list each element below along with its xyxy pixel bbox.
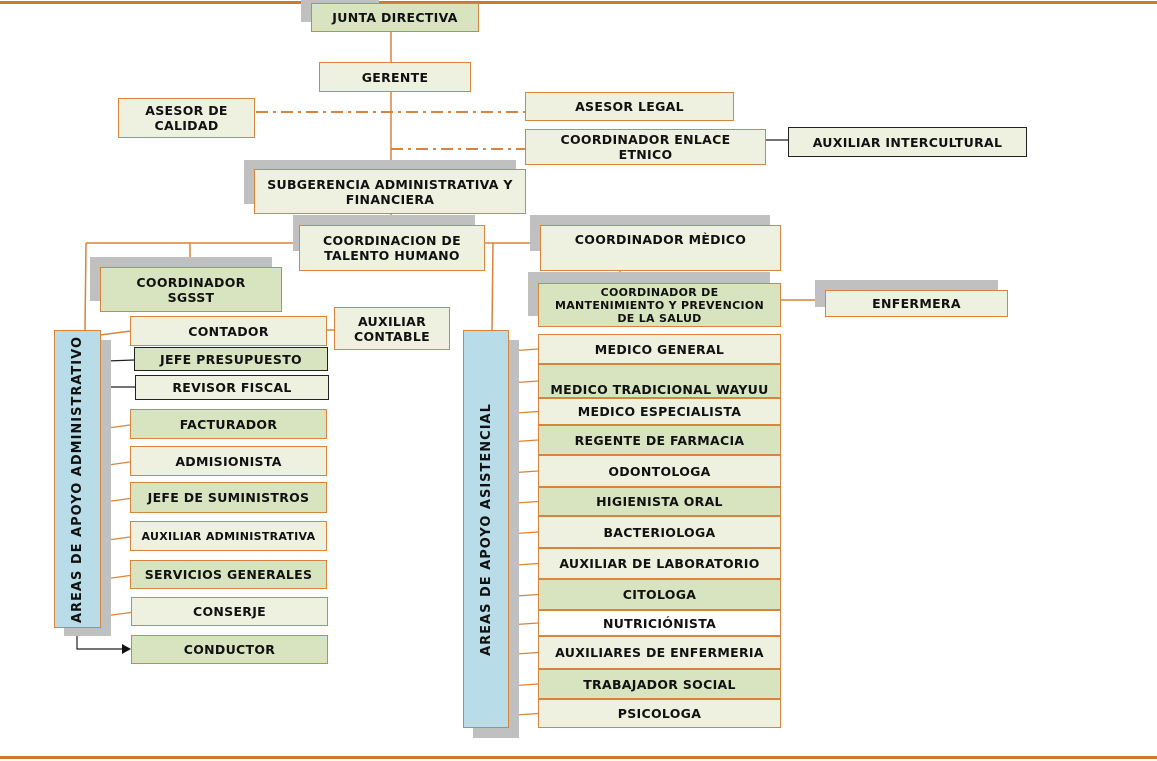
- auxiliar-intercultural-box[interactable]: AUXILIAR INTERCULTURAL: [788, 127, 1027, 157]
- enfermera-box[interactable]: ENFERMERA: [825, 290, 1008, 317]
- admin-role-box[interactable]: SERVICIOS GENERALES: [130, 560, 327, 589]
- coordinador-enlace-etnico-box[interactable]: COORDINADOR ENLACE ETNICO: [525, 129, 766, 165]
- admin-role-box[interactable]: JEFE DE SUMINISTROS: [130, 482, 327, 513]
- admin-role-box[interactable]: AUXILIAR ADMINISTRATIVA: [130, 521, 327, 551]
- admin-role-box[interactable]: CONSERJE: [131, 597, 328, 626]
- admin-role-box[interactable]: CONDUCTOR: [131, 635, 328, 664]
- asistencial-role-box[interactable]: MEDICO GENERAL: [538, 334, 781, 364]
- line-left-drop: [84, 242, 87, 331]
- arrow-head-conductor: [122, 644, 131, 654]
- talento-humano-box[interactable]: COORDINACION DE TALENTO HUMANO: [299, 225, 485, 271]
- area-apoyo-administrativo-label: AREAS DE APOYO ADMINISTRATIVO: [70, 335, 85, 623]
- admin-role-box[interactable]: REVISOR FISCAL: [135, 375, 329, 400]
- coordinador-mantenimiento-box[interactable]: COORDINADOR DE MANTENIMIENTO Y PREVENCIO…: [538, 283, 781, 327]
- asistencial-role-box[interactable]: NUTRICIÓNISTA: [538, 610, 781, 636]
- asesor-calidad-box[interactable]: ASESOR DE CALIDAD: [118, 98, 255, 138]
- admin-role-box[interactable]: JEFE PRESUPUESTO: [134, 347, 328, 371]
- coordinador-medico-box[interactable]: COORDINADOR MÈDICO: [540, 225, 781, 271]
- asistencial-role-box[interactable]: BACTERIOLOGA: [538, 516, 781, 548]
- area-apoyo-asistencial[interactable]: AREAS DE APOYO ASISTENCIAL: [463, 330, 509, 728]
- line-area-contador: [99, 330, 132, 336]
- asistencial-role-box[interactable]: ODONTOLOGA: [538, 455, 781, 487]
- asistencial-role-box[interactable]: CITOLOGA: [538, 579, 781, 610]
- area-apoyo-administrativo[interactable]: AREAS DE APOYO ADMINISTRATIVO: [54, 330, 101, 628]
- area-apoyo-asistencial-label: AREAS DE APOYO ASISTENCIAL: [478, 402, 494, 656]
- asistencial-role-box[interactable]: MEDICO TRADICIONAL WAYUU: [538, 364, 781, 398]
- coordinador-sgsst-box[interactable]: COORDINADOR SGSST: [100, 267, 282, 312]
- top-rule: [0, 1, 1157, 4]
- junta-directiva-box[interactable]: JUNTA DIRECTIVA: [311, 3, 479, 32]
- subgerencia-box[interactable]: SUBGERENCIA ADMINISTRATIVA Y FINANCIERA: [254, 169, 526, 214]
- asistencial-role-box[interactable]: MEDICO ESPECIALISTA: [538, 398, 781, 425]
- asistencial-role-box[interactable]: AUXILIAR DE LABORATORIO: [538, 548, 781, 579]
- asistencial-role-box[interactable]: TRABAJADOR SOCIAL: [538, 669, 781, 699]
- line-asistencial-drop: [491, 242, 494, 331]
- asistencial-role-box[interactable]: AUXILIARES DE ENFERMERIA: [538, 636, 781, 669]
- bottom-rule: [0, 756, 1157, 759]
- asesor-legal-box[interactable]: ASESOR LEGAL: [525, 92, 734, 121]
- auxiliar-contable-box[interactable]: AUXILIAR CONTABLE: [334, 307, 450, 350]
- admin-role-box[interactable]: FACTURADOR: [130, 409, 327, 439]
- contador-box[interactable]: CONTADOR: [130, 316, 327, 346]
- asistencial-role-box[interactable]: REGENTE DE FARMACIA: [538, 425, 781, 455]
- gerente-box[interactable]: GERENTE: [319, 62, 471, 92]
- asistencial-role-box[interactable]: HIGIENISTA ORAL: [538, 487, 781, 516]
- admin-role-box[interactable]: ADMISIONISTA: [130, 446, 327, 476]
- asistencial-role-box[interactable]: PSICOLOGA: [538, 699, 781, 728]
